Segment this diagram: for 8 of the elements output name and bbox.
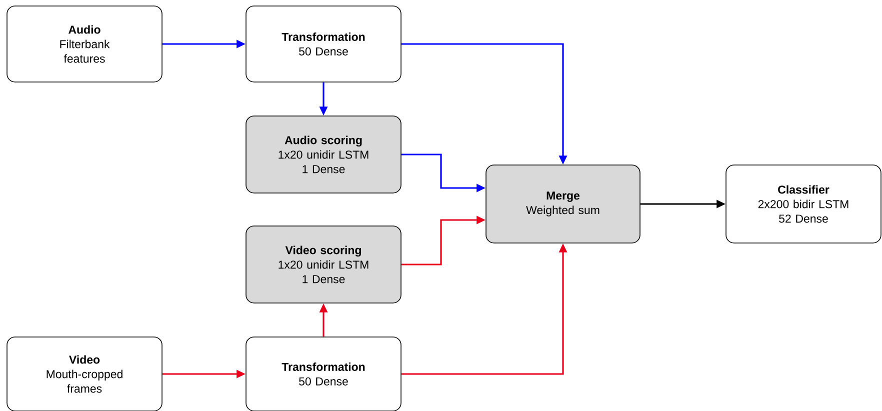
input-box: Audio Filterbank features	[6, 6, 162, 82]
process-box: Audio scoring 1x20 unidir LSTM 1 Dense	[246, 116, 402, 194]
process-box: Merge Weighted sum	[486, 164, 640, 244]
process-box: Video scoring 1x20 unidir LSTM 1 Dense	[246, 226, 402, 304]
process-box: Classifier 2x200 bidir LSTM 52 Dense	[726, 164, 882, 244]
input-box: Video Mouth-cropped frames	[6, 336, 162, 411]
process-box: Transformation 50 Dense	[246, 6, 402, 82]
process-box: Transformation 50 Dense	[246, 336, 402, 411]
